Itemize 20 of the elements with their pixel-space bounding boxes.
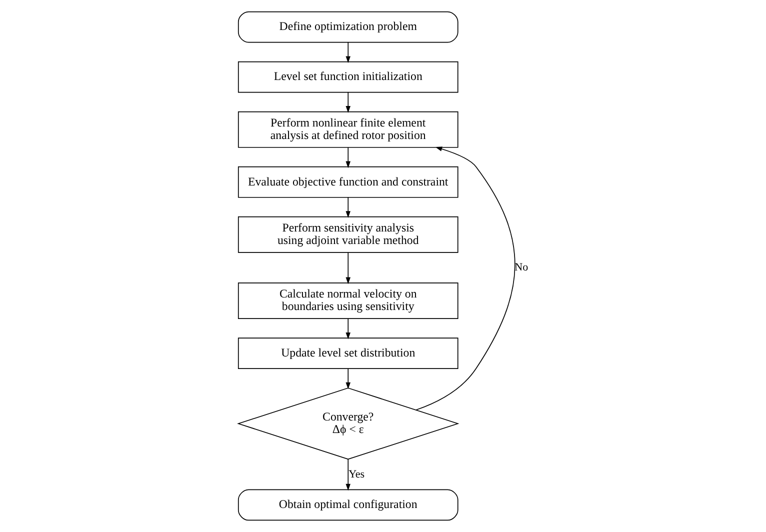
node-box: Perform nonlinear finite element analysis at defined rotor position xyxy=(237,111,458,148)
arrow xyxy=(345,458,350,491)
arrow xyxy=(345,318,350,340)
arrow xyxy=(345,368,350,390)
arrow xyxy=(345,147,350,168)
node-box: Level set function initialization xyxy=(237,61,458,93)
arrow xyxy=(345,196,350,218)
node-box: Define optimization problem xyxy=(237,11,458,43)
arrow xyxy=(345,42,350,63)
node-box: Evaluate objective function and constraint xyxy=(237,166,458,198)
node-diamond: Converge? Δϕ < ε xyxy=(236,388,459,460)
edge-label: No xyxy=(514,262,528,274)
node-box: Update level set distribution xyxy=(237,338,458,369)
arrow xyxy=(345,252,350,284)
node-box: Obtain optimal configuration xyxy=(237,489,458,521)
node-box: Calculate normal velocity on boundaries using sensitivity xyxy=(237,282,458,319)
arrow xyxy=(345,92,350,113)
edge-label: Yes xyxy=(348,468,364,480)
node-box: Perform sensitivity analysis using adjoint variable method xyxy=(237,216,458,253)
arrow xyxy=(415,146,515,410)
